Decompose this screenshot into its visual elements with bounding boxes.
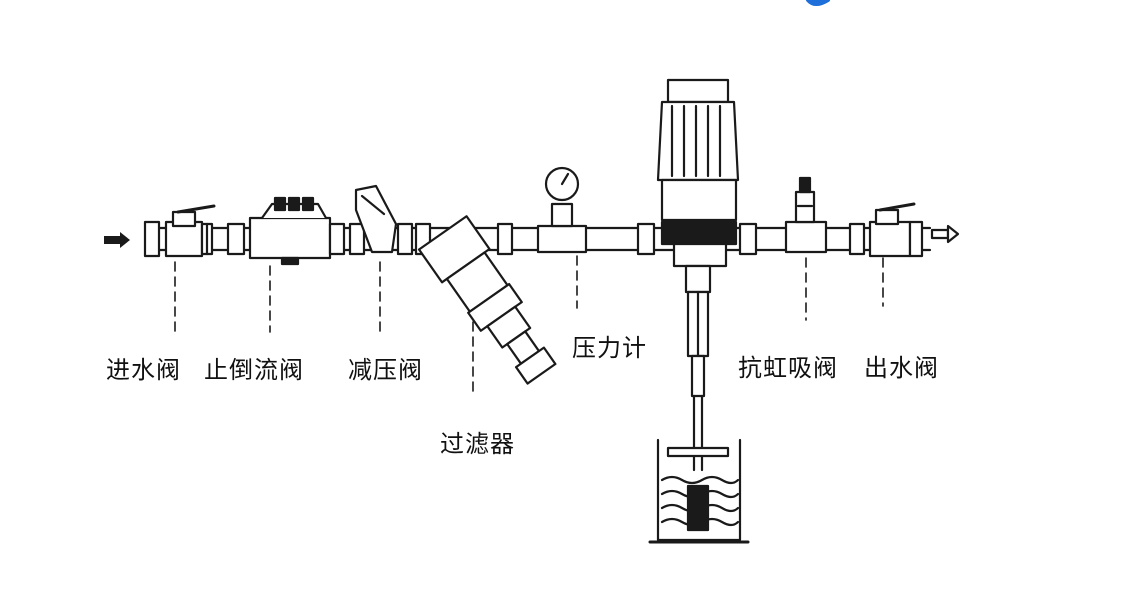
coupling <box>496 222 514 256</box>
label-pressure-reducing-valve: 减压阀 <box>348 356 423 384</box>
outlet-valve <box>868 202 924 258</box>
inlet-arrow-icon <box>104 232 130 248</box>
accent-mark <box>806 0 830 6</box>
inlet-valve <box>143 204 216 258</box>
coupling <box>348 222 366 256</box>
outlet-arrow-icon <box>930 224 960 244</box>
chemical-container <box>648 394 750 544</box>
y-filter <box>417 215 557 385</box>
label-pressure-gauge: 压力计 <box>572 334 647 362</box>
coupling <box>226 222 246 256</box>
dosing-pump <box>656 78 740 398</box>
label-inlet-valve: 进水阀 <box>106 356 181 384</box>
label-anti-siphon-valve: 抗虹吸阀 <box>738 354 838 382</box>
label-filter: 过滤器 <box>440 430 515 458</box>
pressure-reducing-valve <box>354 184 432 256</box>
label-check-valve: 止倒流阀 <box>204 356 304 384</box>
coupling <box>848 222 866 256</box>
anti-siphon-valve <box>784 176 828 254</box>
coupling <box>636 222 656 256</box>
pressure-gauge <box>536 166 588 254</box>
label-outlet-valve: 出水阀 <box>864 354 939 382</box>
check-valve <box>248 196 346 266</box>
leader-lines <box>174 255 884 393</box>
coupling <box>738 222 758 256</box>
